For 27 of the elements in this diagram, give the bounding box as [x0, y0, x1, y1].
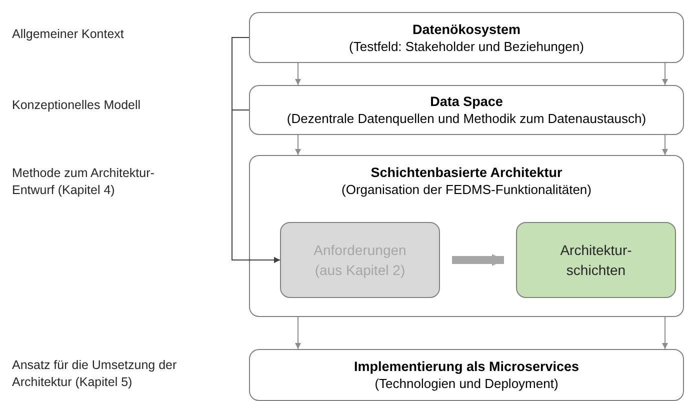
box-subtitle: (Organisation der FEDMS-Funktionalitäten)	[342, 181, 592, 198]
box-label: Architektur-schichten	[559, 241, 633, 280]
arrow	[295, 134, 301, 156]
level-label: Konzeptionelles Modell	[12, 97, 142, 114]
box-heading: Data Space	[430, 93, 503, 110]
level-label: Allgemeiner Kontext	[12, 26, 125, 43]
level-label: Methode zum Architektur-Entwurf (Kapitel 4)	[12, 165, 156, 199]
process-box	[516, 222, 676, 298]
arrow	[232, 110, 280, 263]
block-arrow	[452, 254, 504, 266]
arrow	[295, 62, 301, 86]
box-heading: Datenökosystem	[412, 20, 521, 38]
level-label: Ansatz für die Umsetzung der Architektur (Kapitel 5)	[12, 357, 178, 391]
arrow	[662, 62, 668, 86]
process-box	[249, 85, 684, 135]
box-subtitle: (Testfeld: Stakeholder und Beziehungen)	[349, 38, 584, 54]
container-box	[249, 155, 684, 317]
arrow	[295, 316, 301, 350]
box-heading: Implementierung als Microservices	[354, 358, 580, 375]
process-box	[280, 222, 440, 298]
box-subtitle: (Dezentrale Datenquellen und Methodik zum Datenaustausch)	[286, 110, 646, 127]
arrow	[662, 134, 668, 156]
process-box	[249, 12, 684, 63]
process-box	[249, 349, 684, 401]
arrow	[662, 316, 668, 350]
box-subtitle: (Technologien und Deployment)	[374, 375, 558, 392]
box-heading: Schichtenbasierte Architektur	[370, 164, 562, 181]
